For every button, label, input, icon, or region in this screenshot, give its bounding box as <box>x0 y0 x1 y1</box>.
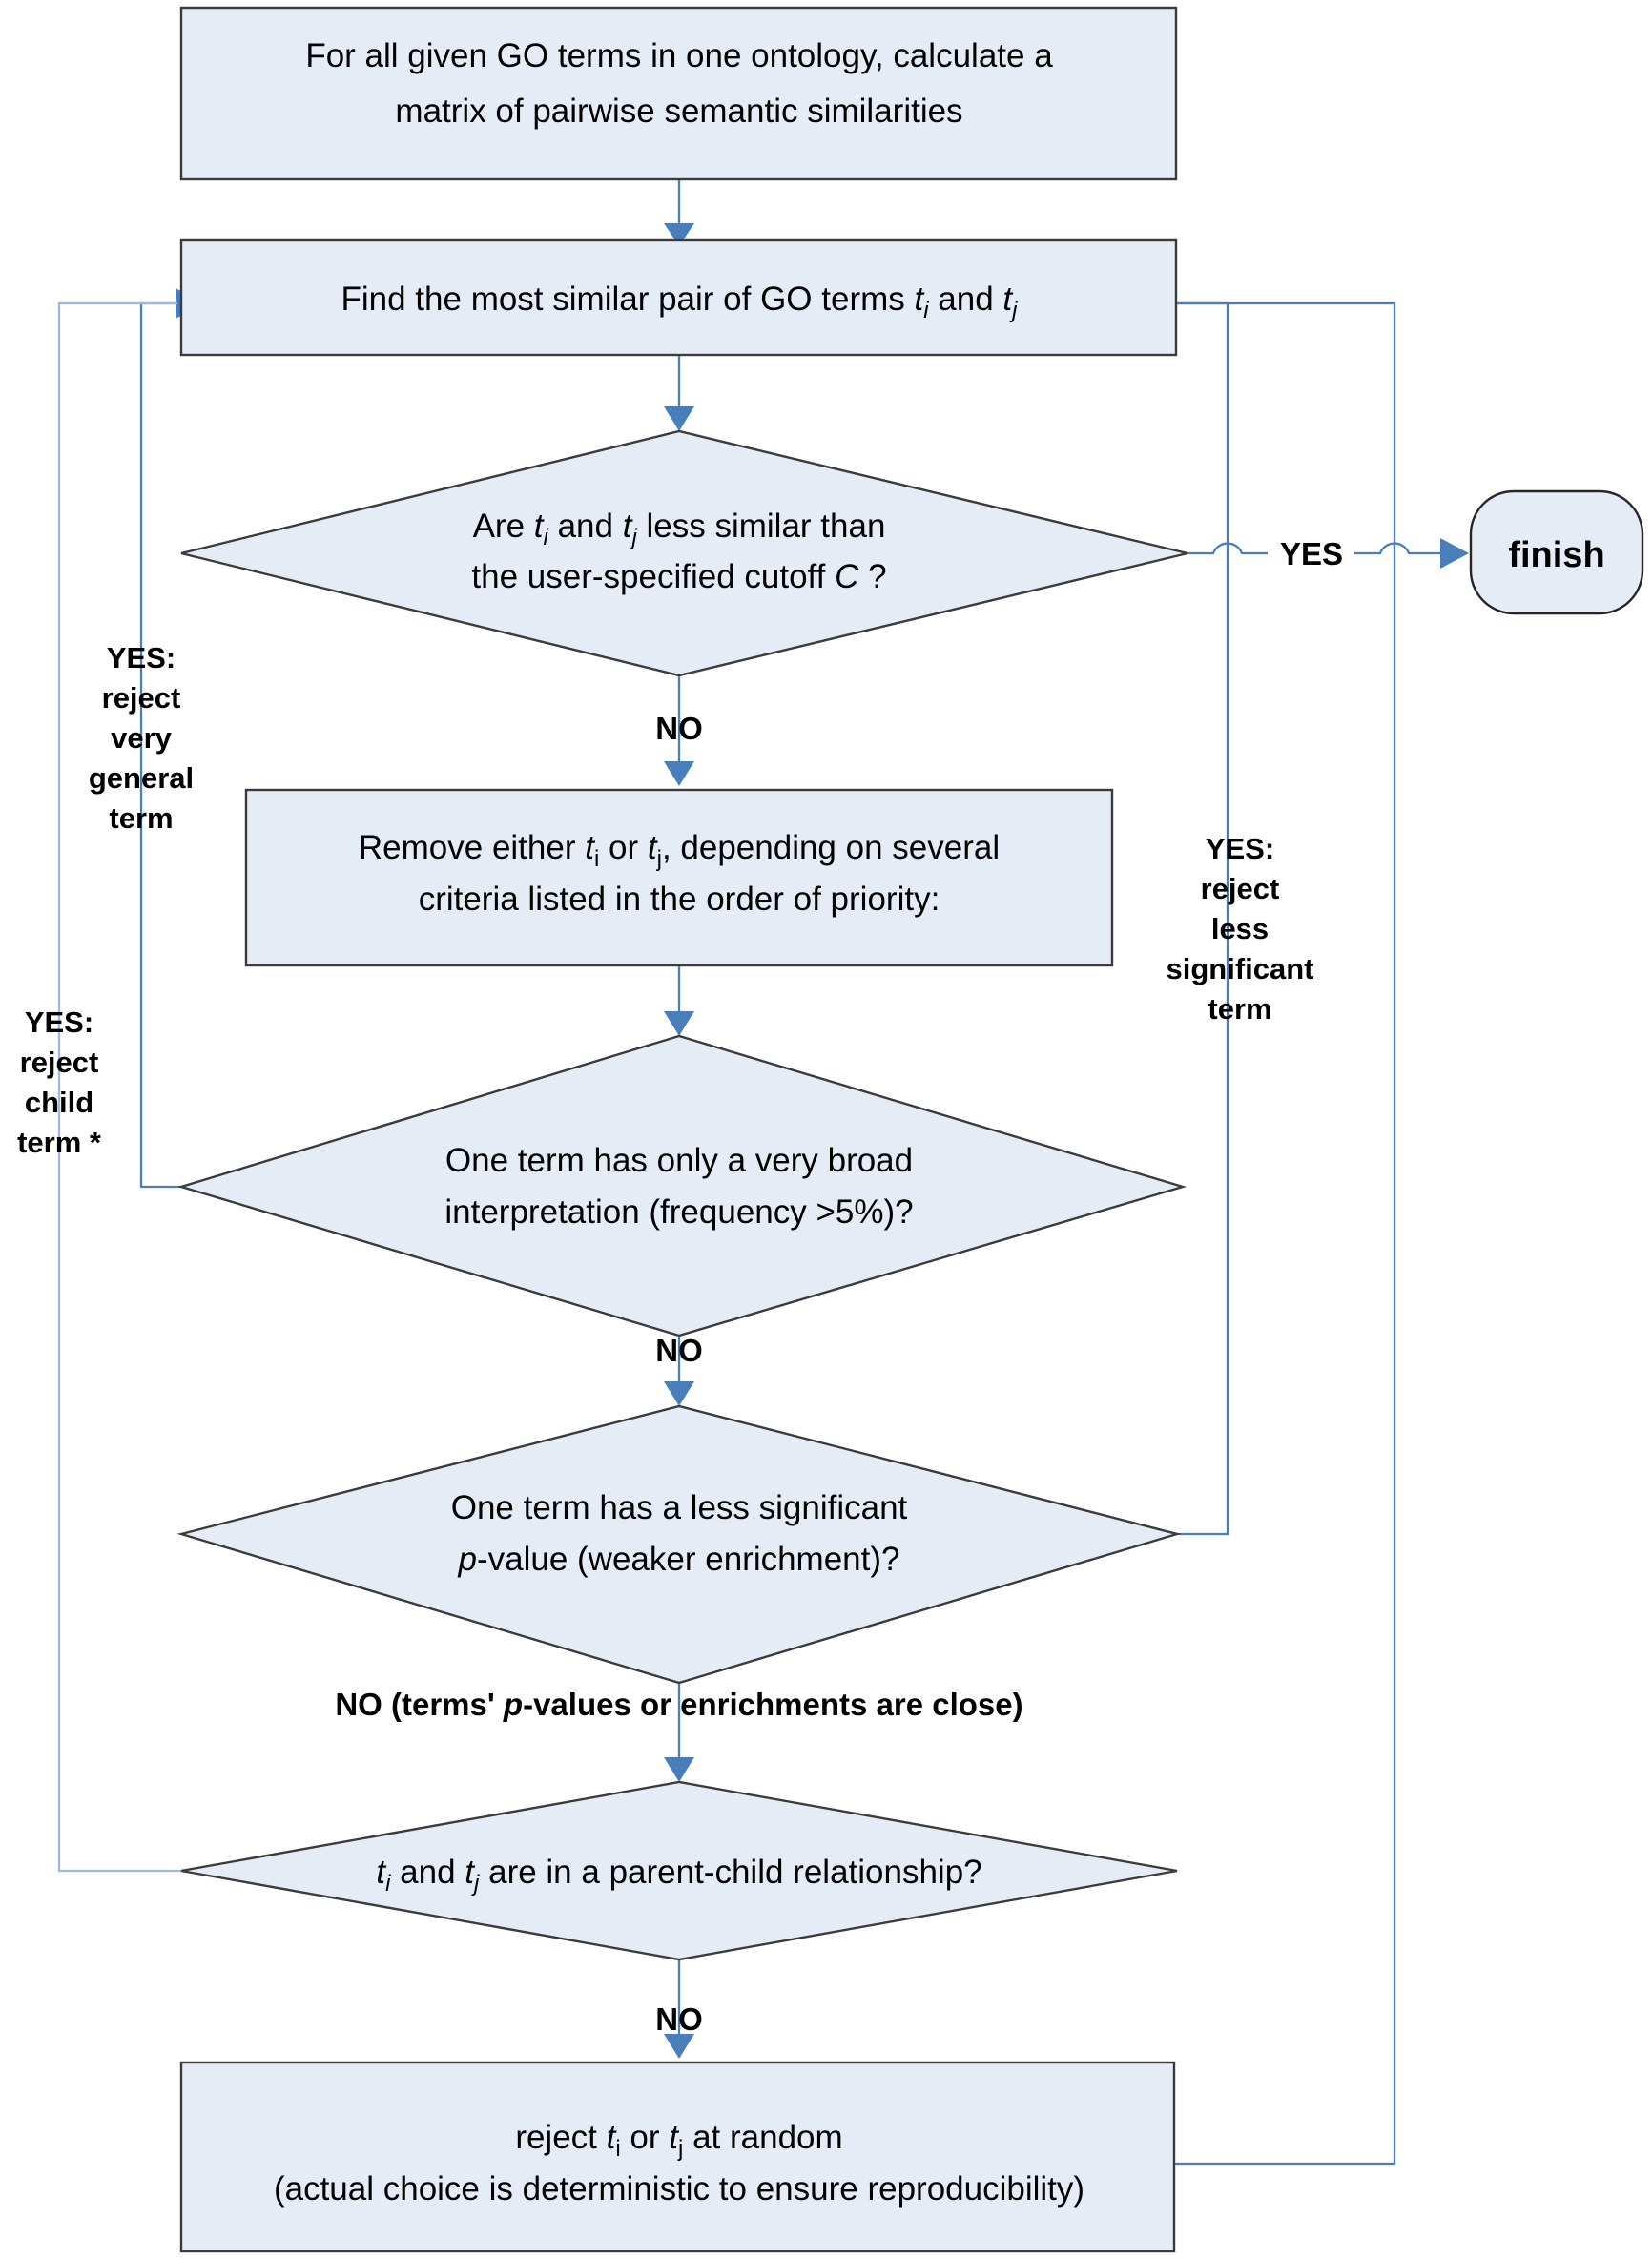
svg-text:child: child <box>25 1086 93 1119</box>
svg-text:reject: reject <box>20 1046 99 1079</box>
edge-parentchild-yes-reject-child <box>57 301 181 1873</box>
edge-random-back-to-findpair <box>1173 301 1396 2166</box>
edge-cutoff-no-to-remove <box>664 675 694 786</box>
svg-text:significant: significant <box>1166 952 1313 985</box>
edge-remove-to-broad <box>664 965 694 1036</box>
svg-text:term *: term * <box>17 1126 102 1159</box>
svg-text:less: less <box>1211 912 1269 945</box>
find-pair-tj-sub: j <box>1009 298 1018 323</box>
node-parent-child-decision[interactable]: ti and tj are in a parent-child relation… <box>180 1780 1178 1961</box>
node-broad-decision[interactable]: One term has only a very broad interpret… <box>176 1034 1187 1337</box>
node-reject-random[interactable]: reject ti or tj at random (actual choice… <box>179 2061 1176 2253</box>
edge-findpair-to-cutoff <box>664 355 694 431</box>
label-yes-reject-child: YES: reject child term * <box>17 1006 102 1159</box>
node-start[interactable]: For all given GO terms in one ontology, … <box>179 6 1178 181</box>
broad-line2: interpretation (frequency >5%)? <box>444 1193 913 1231</box>
node-pvalue-decision[interactable]: One term has a less significant p-value … <box>176 1404 1182 1685</box>
svg-text:term: term <box>109 801 173 835</box>
edge-start-to-find-pair <box>664 179 694 246</box>
node-start-line1: For all given GO terms in one ontology, … <box>305 37 1053 74</box>
label-no-after-broad: NO <box>655 1333 703 1368</box>
random-line2: (actual choice is deterministic to ensur… <box>274 2170 1084 2208</box>
node-finish-label: finish <box>1508 535 1604 575</box>
label-no-after-cutoff: NO <box>655 711 703 746</box>
svg-text:reject: reject <box>1201 872 1280 905</box>
cutoff-line2: the user-specified cutoff C ? <box>471 558 886 595</box>
node-find-pair-text: Find the most similar pair of GO terms t… <box>341 280 1019 323</box>
find-pair-seg2: and <box>929 280 1003 318</box>
remove-line1: Remove either ti or tj, depending on sev… <box>359 829 1000 872</box>
pvalue-line1: One term has a less significant <box>451 1489 908 1526</box>
edge-pvalue-no-to-parentchild <box>664 1683 694 1782</box>
node-remove-either[interactable]: Remove either ti or tj, depending on sev… <box>244 788 1114 967</box>
find-pair-tj: t <box>1002 280 1013 318</box>
svg-text:very: very <box>111 721 173 755</box>
label-yes-reject-general: YES: reject very general term <box>89 641 194 835</box>
label-yes-finish: YES <box>1280 536 1343 571</box>
pvalue-line2: p-value (weaker enrichment)? <box>458 1541 900 1578</box>
find-pair-seg1: Find the most similar pair of GO terms <box>341 280 915 318</box>
svg-text:term: term <box>1208 992 1271 1026</box>
edge-broad-no-to-pvalue <box>664 1336 694 1406</box>
node-find-pair[interactable]: Find the most similar pair of GO terms t… <box>179 238 1178 357</box>
node-finish[interactable]: finish <box>1469 489 1644 615</box>
node-start-line2: matrix of pairwise semantic similarities <box>395 93 962 130</box>
parentchild-line1: ti and tj are in a parent-child relation… <box>376 1854 981 1897</box>
remove-line2: criteria listed in the order of priority… <box>419 881 940 918</box>
svg-text:YES:: YES: <box>107 641 176 674</box>
edge-parentchild-no-to-random <box>664 1959 694 2059</box>
label-no-after-pvalue: NO (terms' p-values or enrichments are c… <box>335 1687 1022 1722</box>
svg-text:general: general <box>89 761 194 795</box>
find-pair-ti-sub: i <box>923 298 929 323</box>
svg-text:YES:: YES: <box>1206 832 1274 865</box>
find-pair-ti: t <box>914 280 924 318</box>
random-line1: reject ti or tj at random <box>515 2119 842 2162</box>
broad-line1: One term has only a very broad <box>445 1142 913 1179</box>
node-cutoff-decision[interactable]: Are ti and tj less similar than the user… <box>180 429 1188 677</box>
svg-text:reject: reject <box>102 681 181 715</box>
svg-text:YES:: YES: <box>25 1006 93 1039</box>
label-yes-reject-less-significant: YES: reject less significant term <box>1166 832 1313 1026</box>
cutoff-line1: Are ti and tj less similar than <box>473 508 886 550</box>
label-no-after-parentchild: NO <box>655 2001 703 2037</box>
